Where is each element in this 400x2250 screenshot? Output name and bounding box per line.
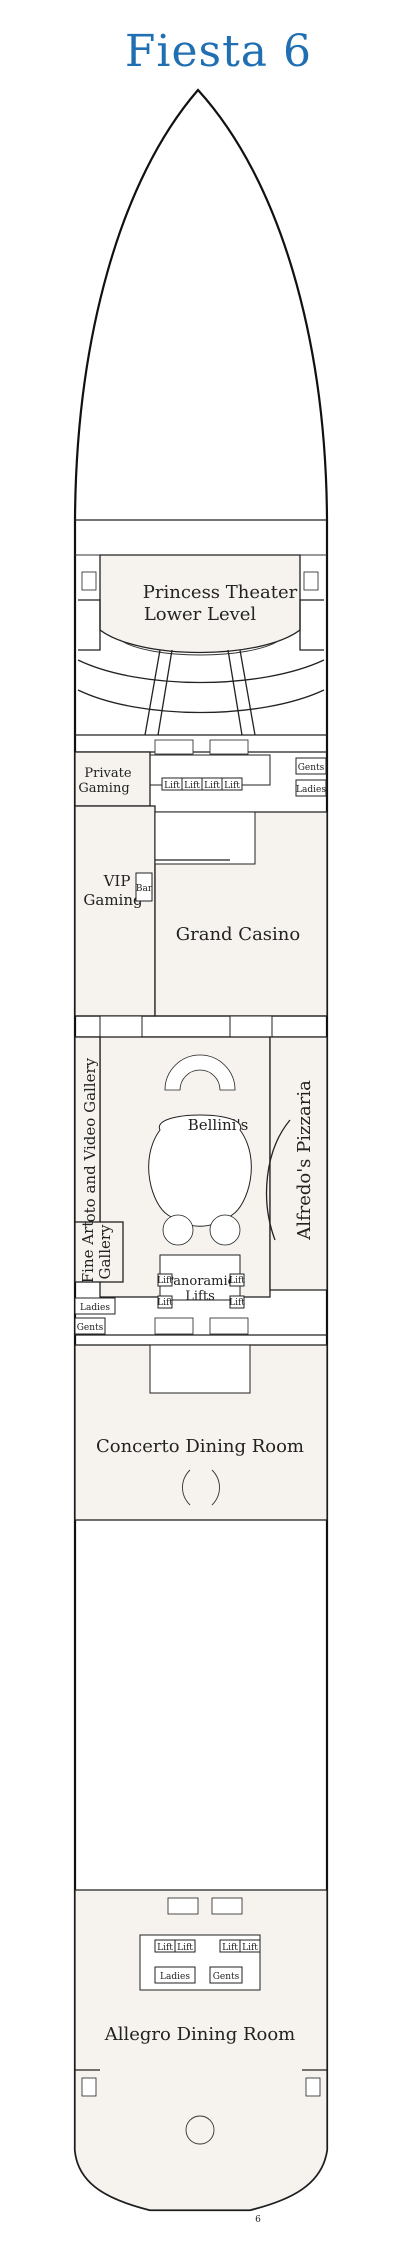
grand-casino-label: Grand Casino [176, 924, 300, 945]
vip-gaming-label-2: Gaming [83, 891, 143, 909]
lift-label: Lift [204, 781, 220, 791]
lift-label: Lift [157, 1276, 173, 1286]
lift-label: Lift [222, 1943, 238, 1953]
lift-label: Lift [229, 1298, 245, 1308]
concerto-dining-room [74, 1344, 328, 1521]
deck-title: Fiesta 6 [125, 26, 312, 77]
lift-label: Lift [177, 1943, 193, 1953]
panoramic-lifts-label-1: Panoramic [165, 1274, 235, 1289]
gents-label: Gents [298, 763, 325, 773]
fine-art-label-2: Gallery [96, 1224, 114, 1280]
ladies-restroom-fwd [295, 779, 327, 797]
private-gaming-label-2: Gaming [78, 781, 129, 796]
ladies-restroom-mid [74, 1297, 116, 1315]
panoramic-lifts-label-2: Lifts [185, 1289, 215, 1304]
lift-label: Lift [242, 1943, 258, 1953]
vip-gaming-label-1: VIP [103, 872, 131, 890]
atrium-area [99, 1036, 271, 1301]
bellinis-label: Bellini's [188, 1116, 249, 1134]
photo-gallery-label: Photo and Video Gallery [81, 1057, 99, 1242]
princess-theater-area [77, 554, 325, 736]
alfredos-label: Alfredo's Pizzaria [294, 1080, 315, 1241]
page-marker: 6 [255, 2215, 261, 2225]
princess-theater-label-2: Lower Level [144, 604, 257, 625]
gents-restroom-fwd [295, 757, 327, 775]
bar-label: Bar [136, 884, 153, 894]
lift-label: Lift [164, 781, 180, 791]
gents-restroom-mid [74, 1317, 106, 1335]
fine-art-label-1: Fine Art [79, 1221, 97, 1284]
lift-label: Lift [157, 1298, 173, 1308]
lift-label: Lift [157, 1943, 173, 1953]
allegro-dining-room: Lift Lift Lift Lift Ladies Gents [74, 1889, 328, 2211]
concerto-label: Concerto Dining Room [96, 1436, 304, 1457]
lift-label: Lift [224, 781, 240, 791]
forward-stair-lifts: Lift Lift Lift Lift [129, 739, 271, 791]
ladies-label: Ladies [296, 785, 326, 795]
ladies-label: Ladies [80, 1303, 110, 1313]
gents-label: Gents [77, 1323, 104, 1333]
ladies-label: Ladies [160, 1972, 190, 1982]
allegro-label: Allegro Dining Room [104, 2024, 296, 2045]
alfredos-pizzaria-room [266, 1036, 328, 1291]
private-gaming-label-1: Private [84, 766, 131, 781]
vip-gaming-room [74, 805, 156, 1017]
fine-art-gallery-room [74, 1221, 124, 1283]
lift-label: Lift [184, 781, 200, 791]
casino-bar [135, 872, 153, 902]
lift-label: Lift [229, 1276, 245, 1286]
gents-label: Gents [213, 1972, 240, 1982]
grand-casino-room [154, 811, 328, 1017]
princess-theater-label-1: Princess Theater [143, 582, 298, 603]
